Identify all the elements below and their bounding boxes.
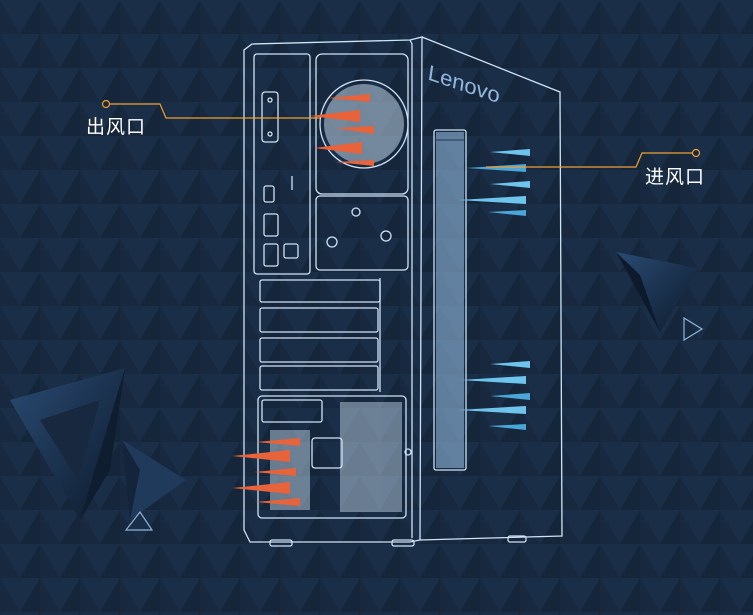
exhaust-label: 出风口 [86,116,147,138]
intake-callout-line [486,152,694,168]
decor-triangle-left [10,368,125,520]
decor-triangle-small [122,440,186,520]
decor-outline-triangle-right [683,316,704,342]
exhaust-arrows [232,94,374,506]
decor-triangle-right [616,252,698,332]
decor-outline-triangle-bottom [124,510,154,531]
intake-label: 进风口 [645,166,706,188]
intake-arrows [458,149,530,430]
exhaust-callout-line [108,103,320,119]
